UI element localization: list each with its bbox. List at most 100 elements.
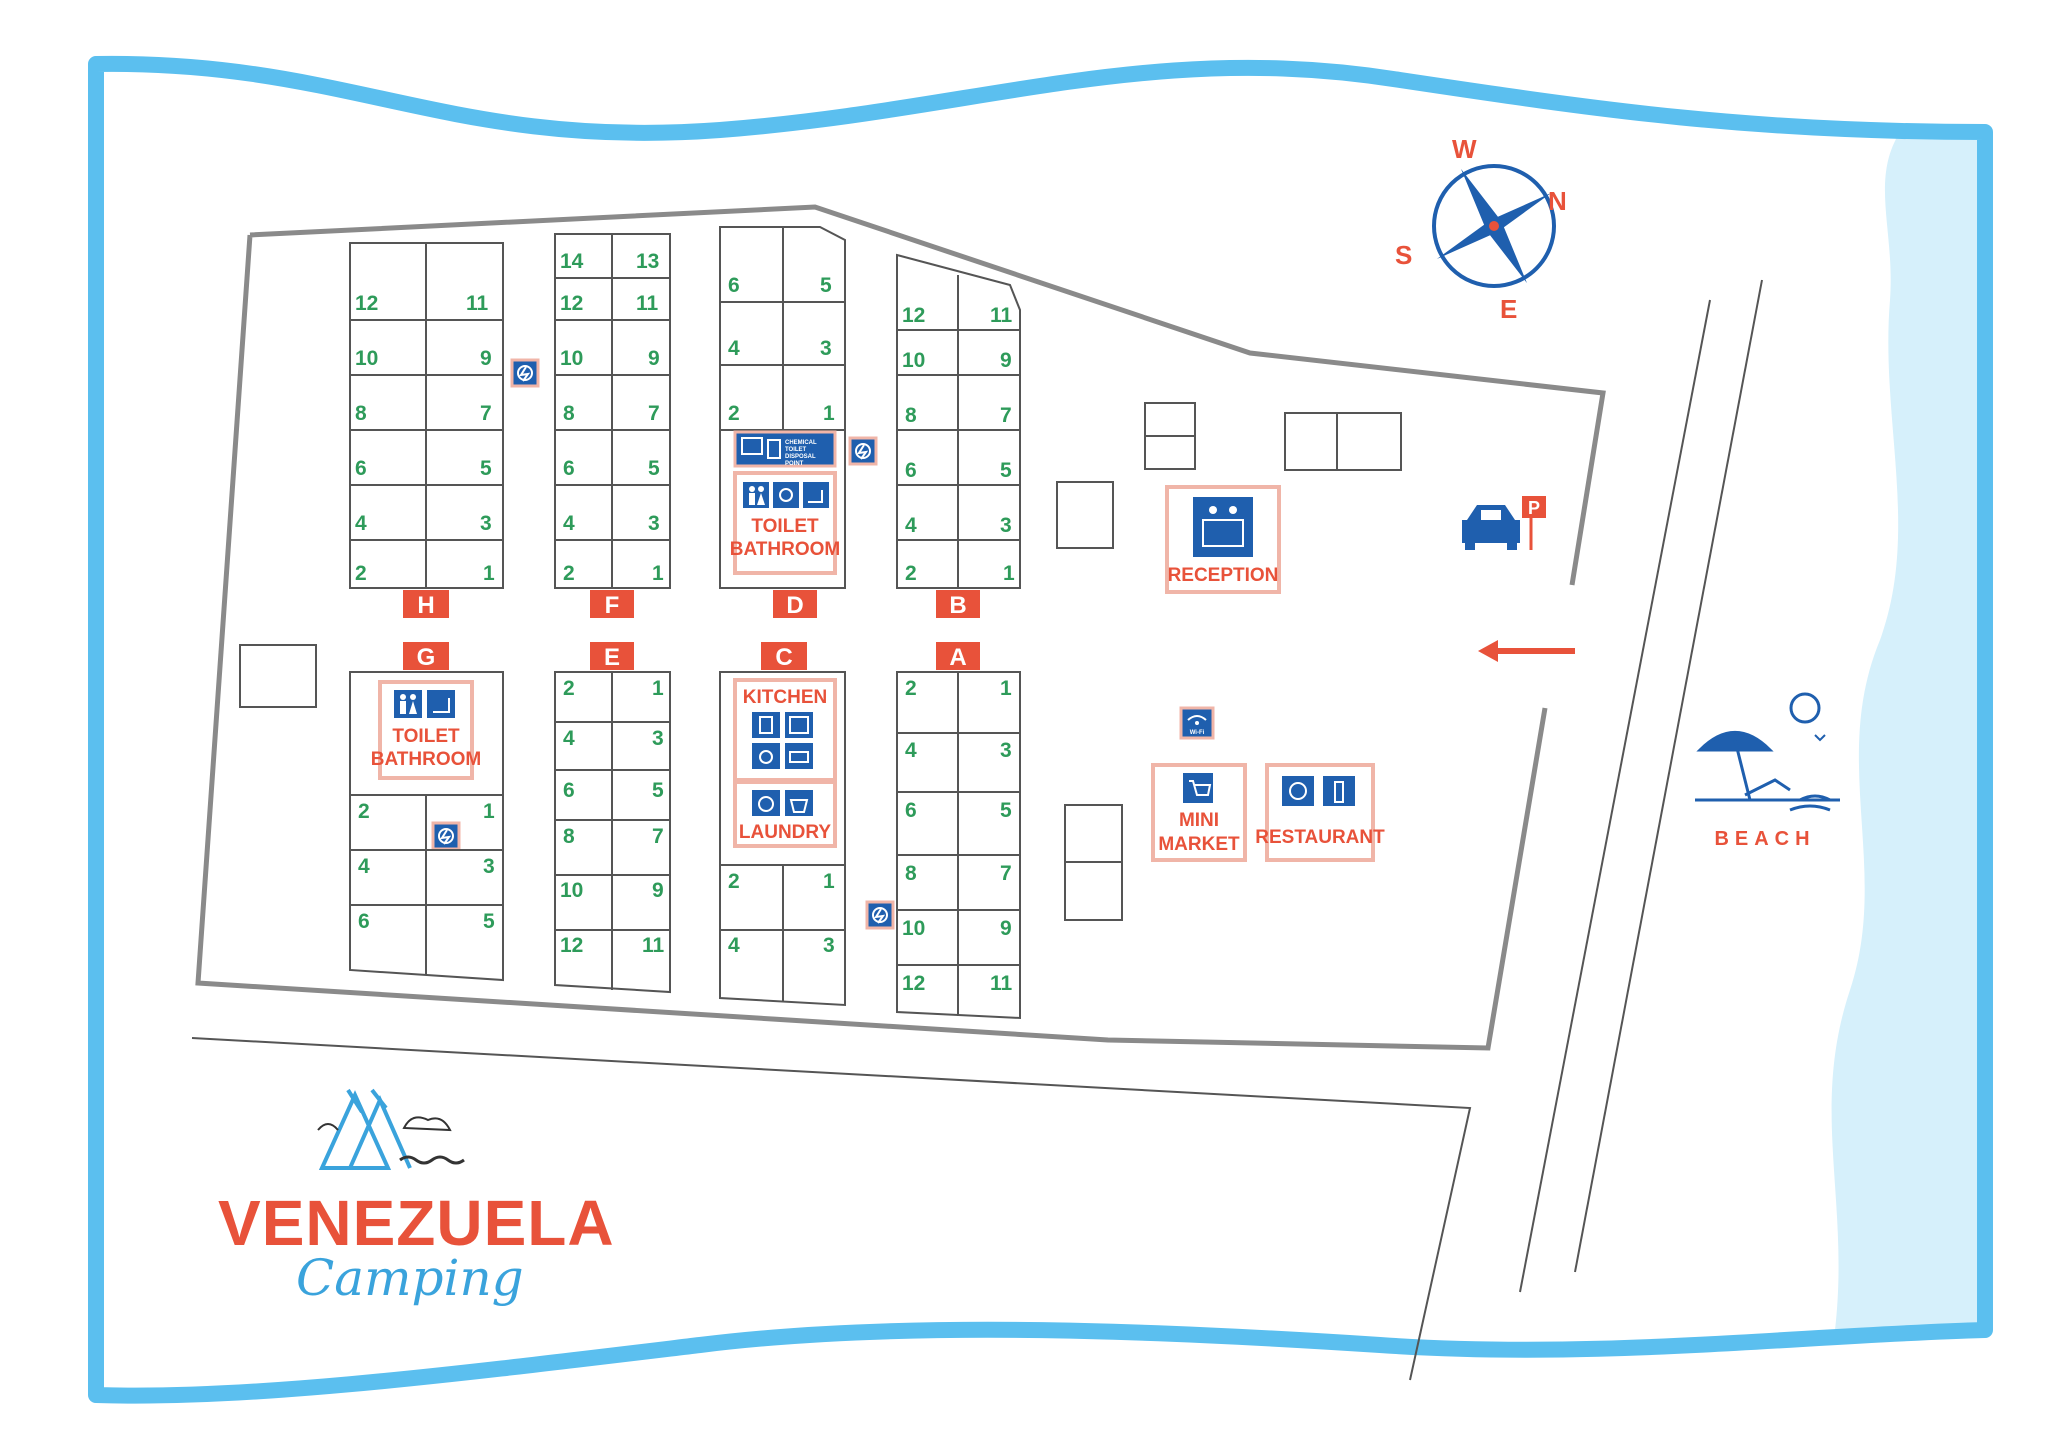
pitch-number: 4 — [728, 934, 740, 957]
pitch-number: 9 — [480, 347, 492, 370]
kitchen-label: KITCHEN — [743, 687, 827, 708]
disposal-text: TOILET — [785, 447, 807, 453]
buildings — [239, 402, 1402, 921]
toilet-icon — [767, 439, 781, 459]
caravan-icon — [741, 437, 763, 455]
washing-machine-icon — [752, 790, 780, 816]
market-label: MARKET — [1158, 834, 1240, 855]
pitch-number: 3 — [1000, 514, 1012, 537]
pot-icon — [752, 743, 780, 769]
pitch-number: 1 — [483, 800, 495, 823]
bathroom-label: BATHROOM — [730, 539, 840, 560]
pitch-number: 6 — [358, 910, 370, 933]
pitch-number: 12 — [902, 972, 925, 995]
svg-text:P: P — [1528, 498, 1540, 518]
pitch-number: 7 — [1000, 862, 1012, 885]
toilet-icon — [394, 690, 422, 718]
pitch-number: 11 — [466, 292, 489, 315]
pitch-number: 2 — [728, 402, 740, 425]
restaurant — [1265, 763, 1375, 862]
compass-e: E — [1500, 294, 1517, 324]
pitch-number: 10 — [355, 347, 378, 370]
pitch-number: 10 — [560, 347, 583, 370]
pitch-number: 9 — [1000, 917, 1012, 940]
pitch-number: 4 — [563, 512, 575, 535]
wifi-icon: Wi-Fi — [1179, 706, 1215, 740]
section-d-numbers: 6 5 4 3 2 1 — [728, 274, 835, 425]
pitch-number: 7 — [1000, 404, 1012, 427]
pitch-number: 6 — [355, 457, 367, 480]
plate-icon — [1282, 776, 1314, 806]
pitch-number: 9 — [652, 879, 664, 902]
section-a-tag — [936, 642, 980, 670]
section-e-tag — [590, 642, 634, 670]
pitch-number: 12 — [560, 292, 583, 315]
electric-hookup-icon — [431, 821, 461, 851]
section-e-numbers: 2 1 4 3 6 5 8 7 10 9 12 11 — [560, 677, 665, 957]
pitch-number: 6 — [905, 799, 917, 822]
pitch-number: 8 — [563, 825, 575, 848]
teepee-icon — [318, 1088, 412, 1170]
section-f — [554, 233, 671, 589]
section-h-label: H — [417, 592, 434, 619]
compass-n: N — [1548, 186, 1567, 216]
pitch-number: 3 — [480, 512, 492, 535]
section-e — [554, 671, 671, 994]
arrow-left-icon — [1478, 640, 1575, 662]
section-g-tag — [403, 642, 449, 670]
shower-icon — [427, 690, 455, 718]
accessible-icon — [773, 482, 799, 508]
pitch-number: 8 — [905, 404, 917, 427]
pitch-number: 3 — [648, 512, 660, 535]
section-b-label: B — [949, 592, 966, 619]
section-h-numbers: 12 11 10 9 8 7 6 5 4 3 2 1 — [355, 292, 495, 585]
pitch-number: 1 — [823, 870, 835, 893]
pitch-number: 3 — [483, 855, 495, 878]
pitch-number: 7 — [652, 825, 664, 848]
pitch-number: 11 — [636, 292, 659, 315]
map-border — [88, 55, 1993, 1404]
pitch-number: 4 — [728, 337, 740, 360]
pitch-number: 7 — [480, 402, 492, 425]
compass-w: W — [1452, 134, 1477, 164]
pitch-number: 6 — [563, 457, 575, 480]
pitch-number: 4 — [355, 512, 367, 535]
pitch-number: 5 — [1000, 799, 1012, 822]
pitch-number: 12 — [560, 934, 583, 957]
pitch-number: 14 — [560, 250, 584, 273]
section-c-tag — [761, 642, 807, 670]
pitch-number: 5 — [648, 457, 660, 480]
pitch-number: 5 — [1000, 459, 1012, 482]
sea — [1831, 132, 1985, 1330]
reception — [1165, 485, 1281, 594]
pitch-number: 5 — [652, 779, 664, 802]
compass-s: S — [1395, 240, 1412, 270]
section-a-numbers: 2 1 4 3 6 5 8 7 10 9 12 11 — [902, 677, 1013, 995]
pitch-number: 3 — [823, 934, 835, 957]
pitch-number: 2 — [728, 870, 740, 893]
pitch-number: 1 — [1003, 562, 1015, 585]
pitch-number: 8 — [905, 862, 917, 885]
section-f-numbers: 14 13 12 11 10 9 8 7 6 5 4 3 2 1 — [560, 250, 664, 585]
pitch-number: 10 — [902, 917, 925, 940]
pitch-number: 6 — [728, 274, 740, 297]
section-f-tag — [590, 590, 634, 618]
fridge-icon — [752, 712, 780, 738]
pitch-number: 1 — [652, 677, 664, 700]
reception-label: RECEPTION — [1168, 565, 1279, 586]
disposal-text: DISPOSAL — [785, 454, 816, 460]
pitch-number: 3 — [652, 727, 664, 750]
car-icon — [1462, 505, 1520, 550]
cart-icon — [1183, 773, 1213, 803]
pitch-number: 3 — [1000, 739, 1012, 762]
pitch-number: 1 — [652, 562, 664, 585]
pitch-number: 4 — [563, 727, 575, 750]
section-h — [349, 242, 504, 589]
section-g-numbers: 2 1 4 3 6 5 — [358, 800, 495, 933]
electric-hookup-icon — [865, 900, 895, 930]
pitch-number: 9 — [1000, 349, 1012, 372]
pitch-number: 8 — [563, 402, 575, 425]
pitch-number: 7 — [648, 402, 660, 425]
electric-hookup-icon — [848, 436, 878, 466]
